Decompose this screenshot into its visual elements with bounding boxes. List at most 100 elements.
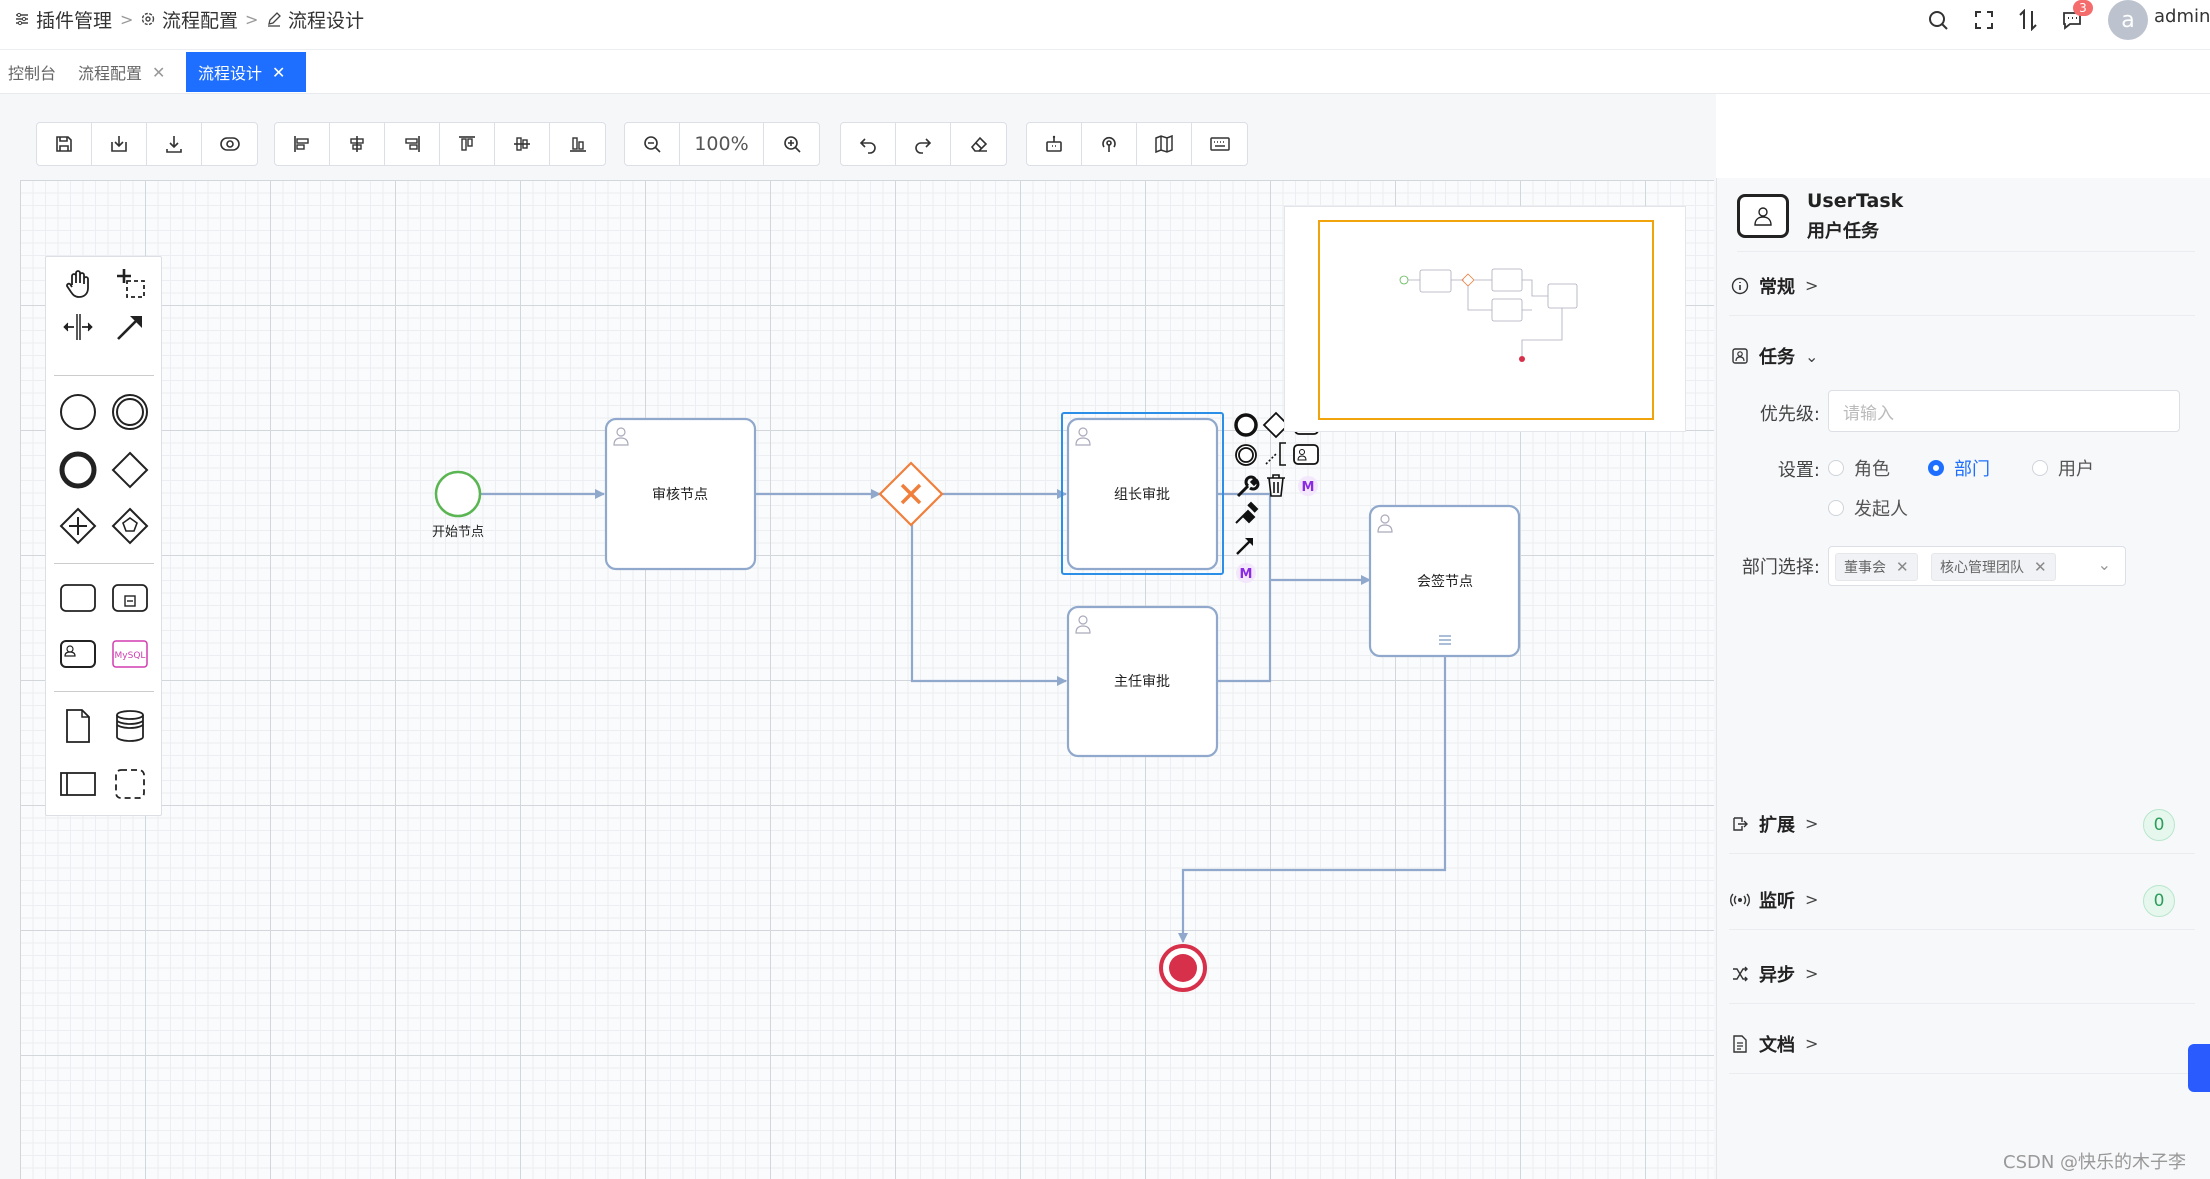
- department-select[interactable]: 董事会✕ 核心管理团队✕ ⌄: [1828, 546, 2126, 586]
- minimap[interactable]: [1284, 206, 1686, 432]
- close-icon[interactable]: ✕: [272, 62, 286, 82]
- save-button[interactable]: [37, 123, 92, 165]
- tab-process-design[interactable]: 流程设计 ✕: [186, 52, 306, 92]
- group-icon[interactable]: [107, 761, 153, 807]
- import-button[interactable]: [92, 123, 147, 165]
- section-general[interactable]: 常规 >: [1729, 256, 2195, 316]
- user-task-review[interactable]: 审核节点: [604, 417, 757, 571]
- tab-process-config[interactable]: 流程配置 ✕: [70, 52, 173, 92]
- section-extension[interactable]: 扩展 > 0: [1729, 794, 2195, 854]
- chevron-down-icon[interactable]: ⌄: [2097, 555, 2111, 574]
- switch-layout-icon[interactable]: [2014, 6, 2042, 34]
- start-event-icon[interactable]: [55, 389, 101, 435]
- radio-role[interactable]: 角色: [1828, 455, 1890, 481]
- preview-button[interactable]: [202, 123, 257, 165]
- side-drawer-button[interactable]: [2188, 1044, 2210, 1092]
- align-center-button[interactable]: [330, 123, 385, 165]
- wrench-icon[interactable]: [1236, 475, 1260, 498]
- breadcrumb-item-plugins[interactable]: 插件管理: [14, 6, 112, 32]
- priority-input[interactable]: 请输入: [1828, 390, 2180, 432]
- space-tool-icon[interactable]: [55, 304, 101, 350]
- section-documentation[interactable]: 文档 >: [1729, 1014, 2195, 1074]
- simulate-button[interactable]: [1027, 123, 1082, 165]
- tab-console[interactable]: 控制台: [0, 52, 64, 92]
- user-task-leader[interactable]: 组长审批: [1061, 412, 1224, 575]
- undo-button[interactable]: [841, 123, 896, 165]
- section-listener[interactable]: 监听 > 0: [1729, 870, 2195, 930]
- intermediate-event-icon[interactable]: [107, 389, 153, 435]
- flow-director-countersign[interactable]: [1218, 580, 1272, 683]
- mysql-icon[interactable]: M: [1236, 563, 1256, 583]
- redo-button[interactable]: [896, 123, 951, 165]
- align-right-button[interactable]: [385, 123, 440, 165]
- tab-label: 流程配置: [78, 64, 143, 83]
- connect-arrow-icon[interactable]: [1236, 538, 1253, 555]
- align-left-button[interactable]: [275, 123, 330, 165]
- flow-countersign-end[interactable]: [1178, 656, 1447, 943]
- section-async[interactable]: 异步 >: [1729, 944, 2195, 1004]
- minimap-viewport[interactable]: [1318, 220, 1654, 420]
- avatar[interactable]: a: [2108, 0, 2148, 40]
- radio-label: 发起人: [1854, 499, 1908, 520]
- breadcrumb-label: 流程设计: [288, 9, 365, 32]
- close-icon[interactable]: ✕: [152, 62, 166, 82]
- gateway-icon[interactable]: [107, 447, 153, 493]
- connect-tool-icon[interactable]: [107, 304, 153, 350]
- append-intermediate-event-icon[interactable]: [1235, 444, 1257, 466]
- user-task-icon[interactable]: [55, 631, 101, 677]
- section-task[interactable]: 任务 ⌄: [1729, 326, 2195, 386]
- event-gateway-icon[interactable]: [107, 503, 153, 549]
- close-icon[interactable]: ✕: [1896, 558, 1909, 576]
- start-event[interactable]: 开始节点: [432, 470, 484, 540]
- color-picker-icon[interactable]: [1235, 501, 1259, 524]
- bpmn-canvas[interactable]: [20, 180, 1714, 1179]
- user-task-director[interactable]: 主任审批: [1066, 605, 1219, 758]
- minimap-toggle-button[interactable]: [1137, 123, 1192, 165]
- mysql-icon[interactable]: M: [1298, 476, 1318, 496]
- exclusive-gateway[interactable]: [878, 461, 944, 527]
- zoom-in-button[interactable]: [764, 123, 819, 165]
- end-event-icon[interactable]: [55, 447, 101, 493]
- flow-leader-countersign[interactable]: [1218, 492, 1371, 585]
- search-icon[interactable]: [1924, 6, 1952, 34]
- hand-tool-icon[interactable]: [55, 261, 101, 307]
- close-icon[interactable]: ✕: [2034, 558, 2047, 576]
- append-text-annotation-icon[interactable]: [1265, 442, 1286, 466]
- mysql-task-icon[interactable]: MySQL: [107, 631, 153, 677]
- radio-label: 部门: [1954, 459, 1990, 480]
- radio-user[interactable]: 用户: [2032, 455, 2094, 481]
- data-store-icon[interactable]: [107, 703, 153, 749]
- download-button[interactable]: [147, 123, 202, 165]
- align-middle-button[interactable]: [495, 123, 550, 165]
- flow-gateway-director[interactable]: [910, 521, 1067, 686]
- parallel-gateway-icon[interactable]: [55, 503, 101, 549]
- align-top-icon: [459, 136, 475, 151]
- end-event[interactable]: [1159, 944, 1207, 992]
- breadcrumb-item-process-config[interactable]: 流程配置: [140, 6, 238, 32]
- fullscreen-icon[interactable]: [1970, 6, 1998, 34]
- task-icon[interactable]: [55, 575, 101, 621]
- align-toolbar-group: [274, 122, 606, 166]
- trash-icon[interactable]: [1267, 474, 1285, 497]
- append-user-task-icon[interactable]: [1293, 444, 1319, 465]
- lasso-tool-icon[interactable]: [107, 261, 153, 307]
- align-bottom-button[interactable]: [550, 123, 605, 165]
- username[interactable]: admin: [2154, 6, 2210, 27]
- extension-count-badge: 0: [2143, 809, 2175, 841]
- radio-department[interactable]: 部门: [1928, 455, 1990, 481]
- department-chip: 核心管理团队✕: [1931, 553, 2056, 581]
- pool-icon[interactable]: [55, 761, 101, 807]
- data-object-icon[interactable]: [55, 703, 101, 749]
- append-end-event-icon[interactable]: [1234, 413, 1258, 437]
- align-top-button[interactable]: [440, 123, 495, 165]
- history-toolbar-group: [840, 122, 1007, 166]
- keyboard-button[interactable]: [1192, 123, 1247, 165]
- radio-initiator[interactable]: 发起人: [1828, 495, 1908, 521]
- clear-button[interactable]: [951, 123, 1006, 165]
- zoom-out-button[interactable]: [625, 123, 680, 165]
- subprocess-icon[interactable]: [107, 575, 153, 621]
- download-icon: [166, 136, 182, 153]
- user-task-countersign[interactable]: 会签节点: [1368, 504, 1521, 658]
- event-button[interactable]: [1082, 123, 1137, 165]
- radio-circle: [1928, 460, 1944, 476]
